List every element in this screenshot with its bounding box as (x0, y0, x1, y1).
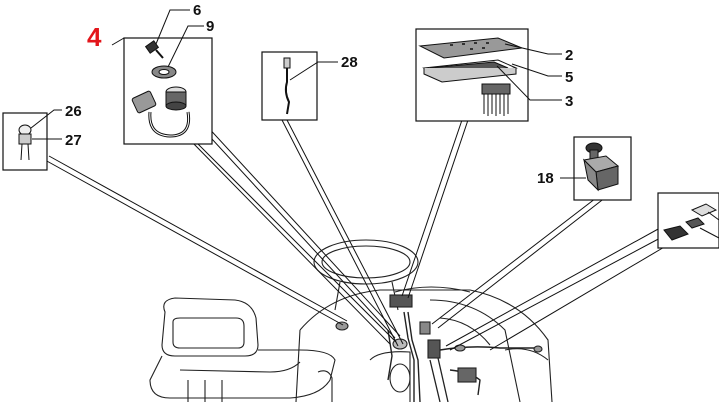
relay-icon (663, 203, 718, 241)
detail-box-ignition (111, 9, 213, 145)
ignition-key-icon (144, 40, 164, 59)
leader-lines (44, 119, 667, 351)
lawn-tractor-outline (149, 239, 553, 402)
detail-box-relay (657, 192, 719, 249)
detail-box-wire-lead (261, 51, 338, 121)
panel-frame-icon (422, 59, 518, 83)
callout-socket-27: 27 (65, 132, 82, 149)
callout-assembly-4: 4 (87, 22, 102, 52)
callout-wire-28: 28 (341, 54, 358, 71)
bulb-icon (18, 124, 32, 161)
dashboard-panel (295, 289, 553, 402)
callout-panel-frame-5: 5 (565, 69, 573, 86)
callout-switch-18: 18 (537, 170, 554, 187)
callout-harness-3: 3 (565, 93, 573, 110)
seat (161, 297, 259, 357)
panel-harness-icon (481, 83, 511, 116)
detail-box-control-panel (415, 28, 562, 122)
detail-box-pto-switch (560, 136, 632, 201)
pto-switch-icon (582, 142, 620, 192)
steering-wheel (313, 239, 419, 285)
callout-nut-9: 9 (206, 18, 214, 35)
ignition-switch-icon (131, 86, 191, 138)
callout-panel-cover-2: 2 (565, 47, 573, 64)
detail-box-bulb (2, 109, 62, 171)
callout-key-6: 6 (193, 2, 201, 19)
wire-lead-icon (283, 57, 291, 115)
callout-bulb-26: 26 (65, 103, 82, 120)
